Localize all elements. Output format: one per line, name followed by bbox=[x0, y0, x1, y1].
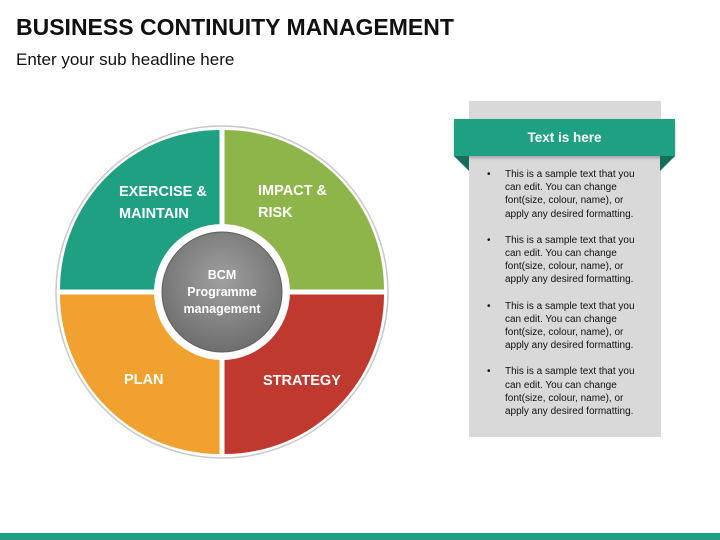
ribbon-fold-right bbox=[660, 156, 675, 171]
bullet-text: This is a sample text that you can edit.… bbox=[505, 169, 635, 220]
center-label-line-2: Programme bbox=[187, 285, 257, 299]
segment-exercise-maintain-label-line-1: EXERCISE & bbox=[119, 184, 207, 200]
bullet-text: This is a sample text that you can edit.… bbox=[505, 300, 635, 352]
segment-impact-risk-label-line-2: RISK bbox=[258, 205, 293, 221]
panel-header-ribbon: Text is here bbox=[454, 119, 675, 156]
center-label-line-1: BCM bbox=[208, 268, 236, 282]
list-item: • This is a sample text that you can edit… bbox=[487, 300, 647, 353]
bullet-text: This is a sample text that you can edit.… bbox=[505, 366, 635, 418]
panel-header: Text is here bbox=[527, 130, 602, 145]
center-hub bbox=[161, 231, 283, 353]
bullet-glyph: • bbox=[487, 366, 491, 378]
bullet-glyph: • bbox=[487, 169, 491, 180]
bullet-glyph: • bbox=[487, 234, 491, 246]
segment-exercise-maintain-label-line-2: MAINTAIN bbox=[119, 206, 189, 222]
bullet-text: This is a sample text that you can edit.… bbox=[505, 234, 635, 286]
sub-headline: Enter your sub headline here bbox=[16, 50, 235, 69]
list-item: • This is a sample text that you can edit… bbox=[487, 168, 647, 221]
list-item: • This is a sample text that you can edit… bbox=[487, 234, 647, 287]
bcm-cycle-diagram: BCM Programme management EXERCISE & MAIN… bbox=[55, 125, 389, 459]
bullet-list: • This is a sample text that you can edit… bbox=[487, 168, 647, 431]
footer-accent-bar bbox=[0, 533, 720, 540]
segment-impact-risk-label-line-1: IMPACT & bbox=[258, 183, 328, 199]
bullet-glyph: • bbox=[487, 300, 491, 312]
center-label-line-3: management bbox=[183, 302, 261, 316]
list-item: • This is a sample text that you can edit… bbox=[487, 365, 647, 418]
ribbon-fold-left bbox=[454, 156, 469, 171]
segment-plan-label: PLAN bbox=[124, 372, 163, 388]
segment-strategy-label: STRATEGY bbox=[263, 373, 341, 389]
page-title: BUSINESS CONTINUITY MANAGEMENT bbox=[16, 14, 454, 40]
text-panel bbox=[469, 101, 661, 437]
